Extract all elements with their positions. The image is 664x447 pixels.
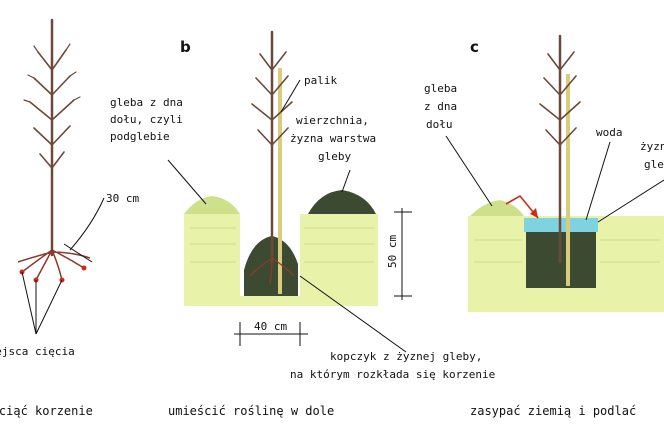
depth-label: 50 cm (386, 235, 399, 268)
subsoil-pile-c (470, 200, 524, 216)
water-arrow-head-c (530, 208, 538, 218)
depth-dimension-b (394, 208, 412, 300)
topsoil-label-c: żyzna gleba (640, 140, 664, 171)
panel-b: b 50 cm (110, 30, 495, 418)
cut-points-label: miejsca cięcia (0, 345, 75, 358)
svg-text:kopczyk z żyznej gleby,: kopczyk z żyznej gleby, (330, 350, 482, 363)
tree-a (23, 18, 81, 257)
svg-text:wierzchnia,: wierzchnia, (296, 114, 369, 127)
svg-text:żyzna warstwa: żyzna warstwa (290, 132, 376, 145)
dimension-line-a (63, 197, 105, 263)
soil-texture-c (474, 239, 660, 263)
svg-text:gleba: gleba (644, 158, 664, 171)
width-dimension-b (234, 322, 308, 346)
tree-c (539, 34, 581, 264)
cut-marks-a (19, 265, 87, 283)
water-label: woda (596, 126, 623, 139)
svg-text:żyzna: żyzna (640, 140, 664, 153)
svg-text:gleba: gleba (424, 82, 457, 95)
svg-text:gleby: gleby (318, 150, 351, 163)
svg-text:dołu, czyli: dołu, czyli (110, 113, 183, 126)
cut-leaders-a (21, 271, 63, 335)
panel-letter-b: b (180, 38, 191, 56)
subsoil-label-c: gleba z dna dołu (424, 82, 457, 131)
panel-a: 30 cm miejsca cięcia przyciąć korzenie (0, 18, 139, 418)
svg-text:podglebie: podglebie (110, 130, 170, 143)
dimension-30cm: 30 cm (106, 192, 139, 205)
roots-b (249, 257, 295, 285)
tree-b (251, 30, 293, 264)
caption-c: zasypać ziemią i podlać (470, 404, 636, 418)
caption-a: przyciąć korzenie (0, 404, 93, 418)
topsoil-pile-b (308, 190, 376, 214)
subsoil-pile-b (184, 196, 240, 214)
stake-c (566, 74, 570, 286)
panel-c: c gleba z dna dołu woda żyzna gle (424, 34, 664, 418)
svg-text:gleba z dna: gleba z dna (110, 96, 183, 109)
svg-text:z dna: z dna (424, 100, 457, 113)
caption-b: umieścić roślinę w dole (168, 404, 334, 418)
ground-b (184, 214, 378, 306)
subsoil-label-b: gleba z dna dołu, czyli podglebie (110, 96, 183, 143)
stake-b (278, 68, 282, 294)
roots-a (17, 249, 91, 281)
leaders-c (445, 135, 664, 223)
panel-letter-c: c (470, 38, 479, 56)
svg-text:na którym rozkłada się korzeni: na którym rozkłada się korzenie (290, 368, 495, 381)
topsoil-label-b: wierzchnia, żyzna warstwa gleby (290, 114, 376, 163)
svg-text:dołu: dołu (426, 118, 453, 131)
leaders-b (167, 79, 407, 353)
stake-label: palik (304, 74, 337, 87)
width-label: 40 cm (254, 320, 287, 333)
water-arrow-c (505, 194, 539, 219)
mound-label-b: kopczyk z żyznej gleby, na którym rozkła… (290, 350, 495, 381)
topsoil-mound-b (244, 236, 298, 296)
soil-texture-b (190, 227, 374, 263)
